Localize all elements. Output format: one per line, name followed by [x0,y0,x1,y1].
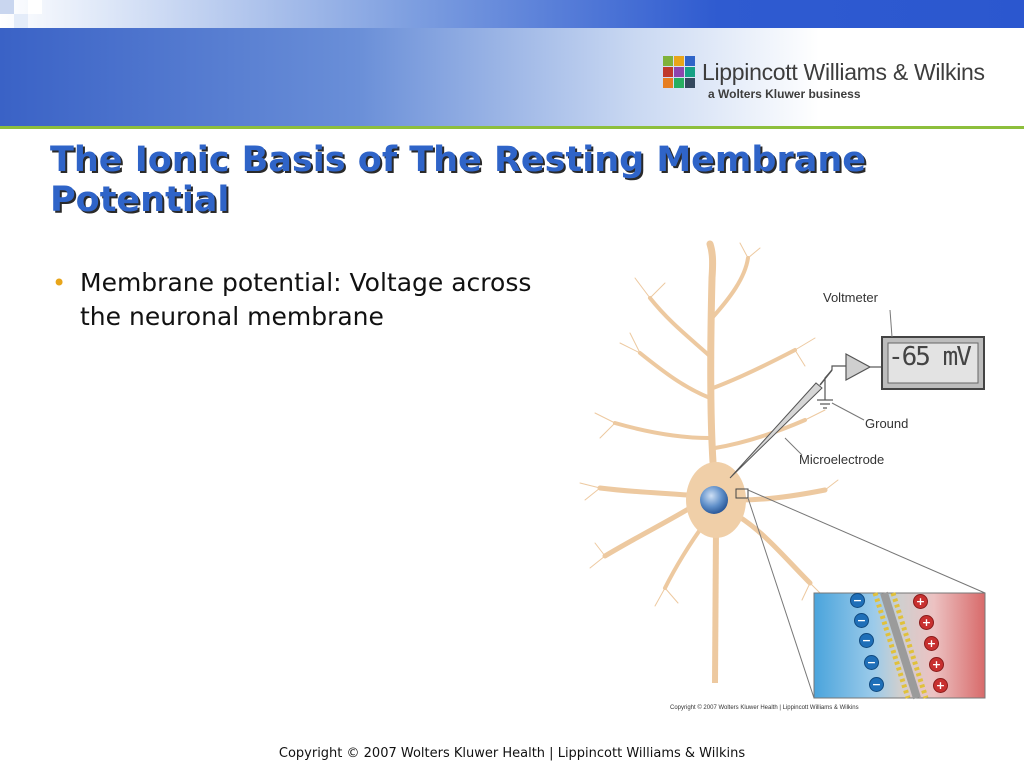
membrane-inset [813,591,986,700]
lww-mosaic-logo [663,56,695,88]
decorative-square [14,14,28,28]
figure-credit: Copyright © 2007 Wolters Kluwer Health |… [670,705,859,711]
negative-ion: − [855,614,868,627]
amplifier [845,352,872,382]
decorative-square [0,0,14,14]
slide-title: The Ionic Basis of The Resting Membrane … [50,140,866,220]
logo-name: Lippincott Williams & Wilkins [702,59,985,85]
bullet-item: • Membrane potential: Voltage across the… [50,266,580,334]
microelectrode [729,382,823,479]
positive-ion: + [925,637,938,650]
axon [712,527,719,684]
negative-ion: − [865,656,878,669]
negative-ion: − [870,678,883,691]
negative-ion: − [860,634,873,647]
positive-ion: + [930,658,943,671]
inset-marker [735,488,749,499]
bullet-list: • Membrane potential: Voltage across the… [50,266,580,334]
neuron-diagram [579,240,986,700]
lipid-bilayer [872,591,929,700]
decorative-square [28,0,42,14]
ground-label: Ground [865,416,909,431]
footer-copyright: Copyright © 2007 Wolters Kluwer Health |… [278,746,746,761]
header-rule [0,126,1024,129]
voltmeter-label: Voltmeter [823,290,878,305]
ground-symbol [817,399,833,409]
logo-tagline: a Wolters Kluwer business [708,87,861,101]
positive-ion: + [920,616,933,629]
positive-ion: + [914,595,927,608]
microelectrode-label: Microelectrode [799,452,885,467]
bullet-text: Membrane potential: Voltage across the n… [80,268,532,331]
positive-ion: + [934,679,947,692]
neuron-voltmeter-figure: Voltmeter -65 mV Ground Microelectrode −… [570,238,1000,718]
bullet-marker: • [52,269,67,297]
nucleus [700,486,728,514]
negative-ion: − [851,594,864,607]
publisher-logo: Lippincott Williams & Wilkins a Wolters … [662,55,1002,105]
header-top-strip [0,0,1024,28]
dendrites [579,240,839,607]
voltmeter-reading: -65 mV [888,342,972,372]
